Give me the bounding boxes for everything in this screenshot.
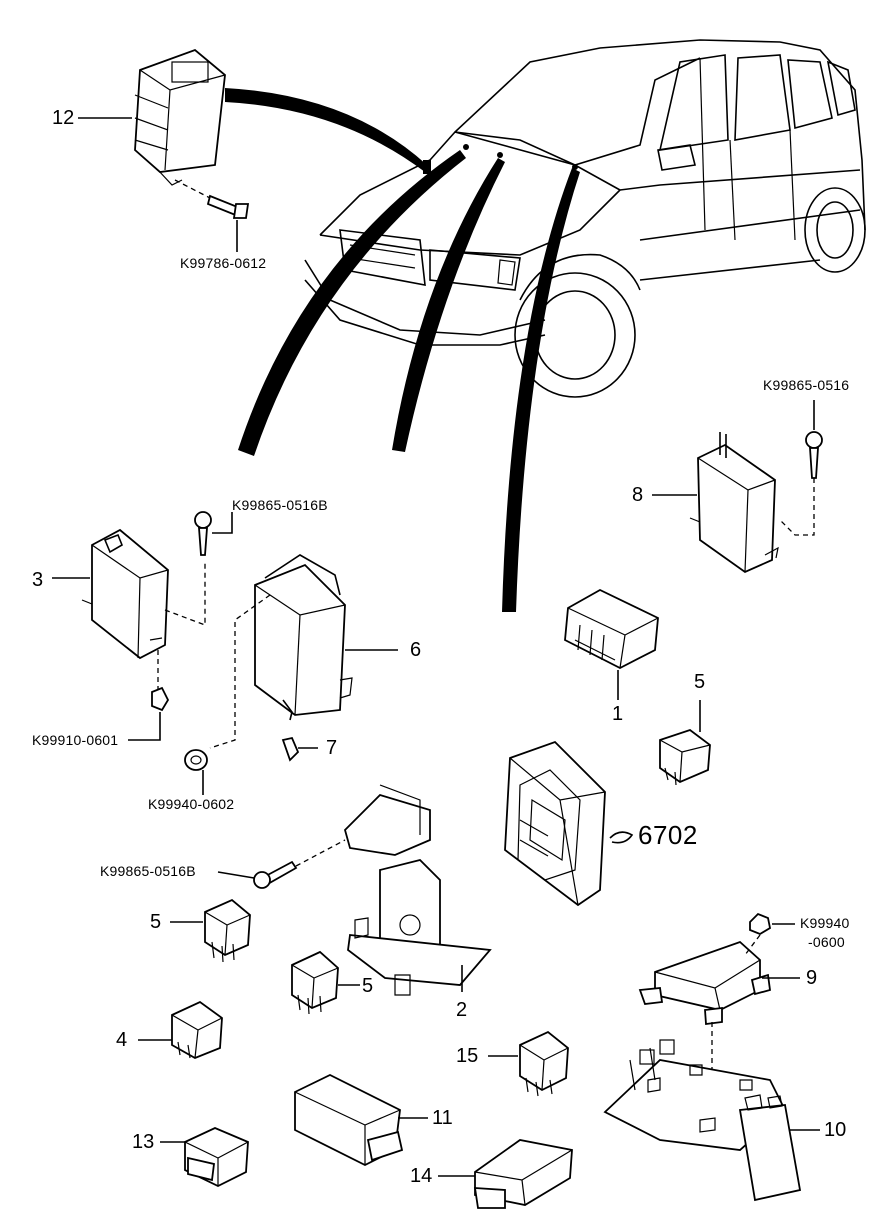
label-part-6: 6 xyxy=(410,639,422,661)
label-part-10: 10 xyxy=(824,1119,847,1141)
label-part-5-middle: 5 xyxy=(362,975,374,997)
label-part-8: 8 xyxy=(632,484,644,506)
location-arrows xyxy=(225,88,580,612)
label-part-9: 9 xyxy=(806,967,818,989)
part-5-relay-left xyxy=(170,898,251,963)
label-part-14: 14 xyxy=(410,1165,433,1187)
label-part-11: 11 xyxy=(432,1107,453,1129)
part-12-module xyxy=(78,48,250,252)
label-k99865-0516b-top: K99865-0516B xyxy=(232,497,328,513)
label-k99940-0600-line1: K99940 xyxy=(800,915,850,931)
label-part-4: 4 xyxy=(116,1029,128,1051)
label-k99865-0516b-bottom: K99865-0516B xyxy=(100,863,196,879)
part-5-relay-right xyxy=(659,700,711,786)
label-part-15: 15 xyxy=(456,1045,479,1067)
label-k99940-0602: K99940-0602 xyxy=(148,796,235,812)
part-1-relay xyxy=(564,588,659,700)
part-8-module xyxy=(652,400,823,574)
label-part-5-left: 5 xyxy=(150,911,162,933)
label-part-12: 12 xyxy=(52,107,75,129)
part-9-module xyxy=(638,912,800,1110)
part-11-module xyxy=(294,1073,428,1167)
label-part-13: 13 xyxy=(132,1131,155,1153)
label-k99940-0600-line2: -0600 xyxy=(808,934,845,950)
part-2-bracket xyxy=(217,784,492,996)
part-6-module xyxy=(184,554,398,795)
label-part-1: 1 xyxy=(612,703,624,725)
label-part-5-right: 5 xyxy=(694,671,706,693)
label-k99910-0601: K99910-0601 xyxy=(32,732,119,748)
part-13-connector xyxy=(160,1127,249,1188)
part-4-relay xyxy=(138,1000,223,1059)
part-6702-junction-block xyxy=(504,740,634,907)
vehicle-illustration xyxy=(304,39,866,398)
label-k99786-0612: K99786-0612 xyxy=(180,255,267,271)
part-14-connector xyxy=(438,1139,573,1209)
part-5-relay-middle xyxy=(291,950,360,1015)
label-part-2: 2 xyxy=(456,999,468,1021)
label-part-6702: 6702 xyxy=(638,820,698,850)
part-15-relay xyxy=(488,1030,569,1097)
label-part-7: 7 xyxy=(326,737,338,759)
label-k99865-0516-right: K99865-0516 xyxy=(763,377,850,393)
part-3-module xyxy=(52,511,233,741)
part-10-bracket xyxy=(603,1039,820,1202)
label-part-3: 3 xyxy=(32,569,44,591)
